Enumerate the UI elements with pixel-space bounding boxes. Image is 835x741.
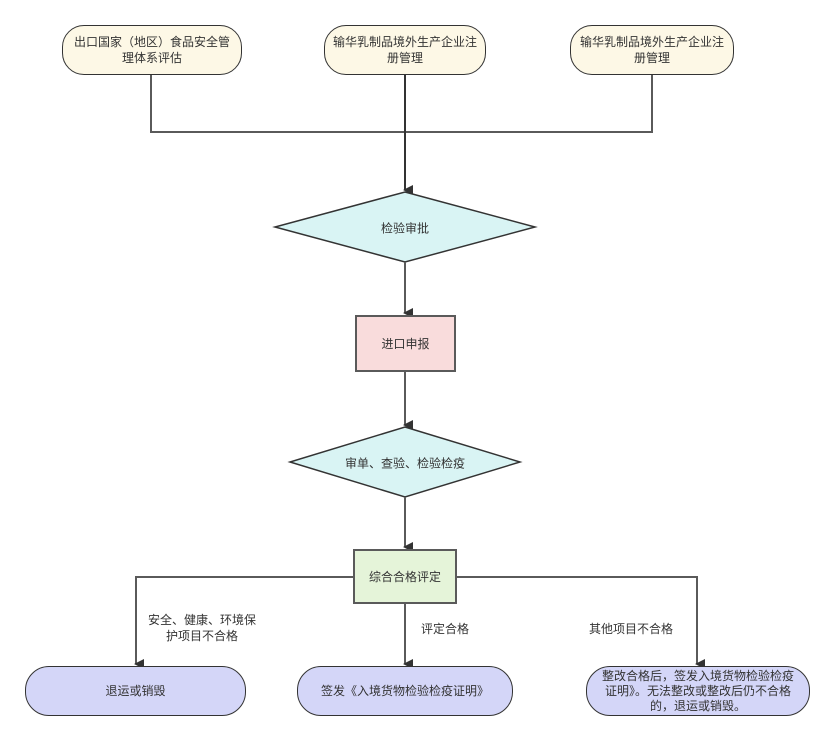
process-label: 进口申报	[381, 336, 430, 351]
process-import-declaration[interactable]: 进口申报	[355, 315, 456, 372]
edge-label-unqualified-safety: 安全、健康、环境保护项目不合格	[146, 612, 258, 644]
start-node-label: 出口国家（地区）食品安全管理体系评估	[73, 35, 230, 65]
edge-label-unqualified-other: 其他项目不合格	[589, 621, 673, 637]
end-node-rectify[interactable]: 整改合格后，签发入境货物检验检疫证明》。无法整改或整改后仍不合格的，退运或销毁。	[586, 666, 810, 716]
decision-inspection-label[interactable]: 审单、查验、检验检疫	[344, 456, 466, 471]
end-node-label: 整改合格后，签发入境货物检验检疫证明》。无法整改或整改后仍不合格的，退运或销毁。	[601, 668, 794, 713]
edge-label-text: 其他项目不合格	[589, 622, 674, 636]
edge-label-qualified: 评定合格	[421, 621, 469, 637]
start-node-label: 输华乳制品境外生产企业注册管理	[579, 35, 724, 65]
end-node-issue-certificate[interactable]: 签发《入境货物检验检疫证明》	[297, 666, 513, 716]
decision-approval-label[interactable]: 检验审批	[380, 221, 430, 236]
process-label: 综合合格评定	[368, 569, 441, 584]
edge-evaluation-return	[134, 576, 354, 669]
edge-start3-merge	[405, 75, 653, 133]
end-node-label: 退运或销毁	[105, 684, 166, 698]
start-node-enterprise-registration-2[interactable]: 输华乳制品境外生产企业注册管理	[570, 25, 734, 75]
edge-evaluation-rectify	[456, 576, 705, 669]
start-node-enterprise-registration-1[interactable]: 输华乳制品境外生产企业注册管理	[324, 25, 486, 75]
end-node-label: 签发《入境货物检验检疫证明》	[320, 684, 489, 698]
edge-label-text: 安全、健康、环境保护项目不合格	[147, 613, 256, 643]
start-node-food-safety-assessment[interactable]: 出口国家（地区）食品安全管理体系评估	[62, 25, 242, 75]
start-node-label: 输华乳制品境外生产企业注册管理	[333, 35, 478, 65]
process-comprehensive-evaluation[interactable]: 综合合格评定	[353, 549, 457, 604]
end-node-return-or-destroy[interactable]: 退运或销毁	[25, 666, 246, 716]
edge-label-text: 评定合格	[421, 622, 470, 636]
edge-start1-merge	[150, 75, 405, 133]
